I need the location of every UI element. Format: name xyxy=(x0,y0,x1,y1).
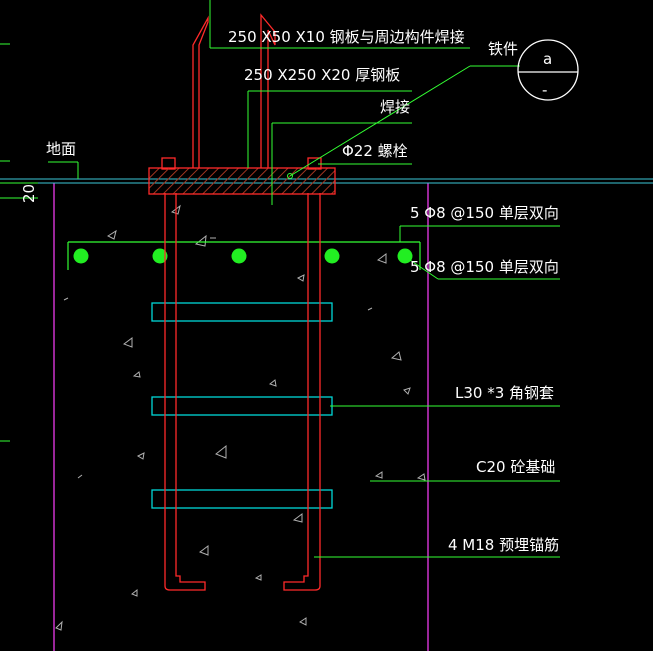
left-edge-ticks xyxy=(0,43,10,442)
label-anchor-bars: 4 M18 预埋锚筋 xyxy=(448,536,559,554)
section-mark-top: a xyxy=(543,50,552,68)
rebar-dot xyxy=(231,248,247,264)
dimension-mark xyxy=(0,182,38,199)
angle-sleeves xyxy=(151,302,333,509)
section-mark xyxy=(517,39,579,101)
label-steel-plate-weld: 250 X50 X10 钢板与周边构件焊接 xyxy=(228,28,465,46)
label-rebar-top: 5 Φ8 @150 单层双向 xyxy=(410,204,559,222)
concrete-hatch xyxy=(55,204,426,631)
label-weld: 焊接 xyxy=(380,98,410,116)
angle-sleeve xyxy=(151,396,333,416)
rebar-dot xyxy=(152,248,168,264)
anchor-bar-right xyxy=(283,193,321,591)
upper-plate-right xyxy=(260,13,276,168)
thick-steel-plate xyxy=(148,167,336,195)
dimension-20: 20 xyxy=(20,184,38,203)
label-angle-sleeve: L30 *3 角钢套 xyxy=(455,384,554,402)
rebar-dot xyxy=(324,248,340,264)
angle-sleeve xyxy=(151,302,333,322)
upper-plate-left xyxy=(192,15,209,168)
rebar-dots xyxy=(73,248,413,264)
rebar-dot xyxy=(397,248,413,264)
anchor-bars xyxy=(161,13,322,591)
pit-boundary xyxy=(53,183,429,651)
leader-dot xyxy=(287,173,293,179)
label-ground: 地面 xyxy=(46,140,76,158)
label-rebar-bottom: 5 Φ8 @150 单层双向 xyxy=(410,258,559,276)
rebar-dot xyxy=(73,248,89,264)
label-thick-plate: 250 X250 X20 厚钢板 xyxy=(244,66,400,84)
section-mark-bottom: - xyxy=(542,81,547,99)
angle-sleeve xyxy=(151,489,333,509)
label-bolt: Φ22 螺栓 xyxy=(342,142,408,160)
rebar-line xyxy=(67,241,421,270)
annotation-leaders xyxy=(48,47,560,558)
anchor-bar-left xyxy=(164,193,206,591)
label-embedded-part: 铁件 xyxy=(488,40,518,58)
label-concrete-base: C20 砼基础 xyxy=(476,458,555,476)
